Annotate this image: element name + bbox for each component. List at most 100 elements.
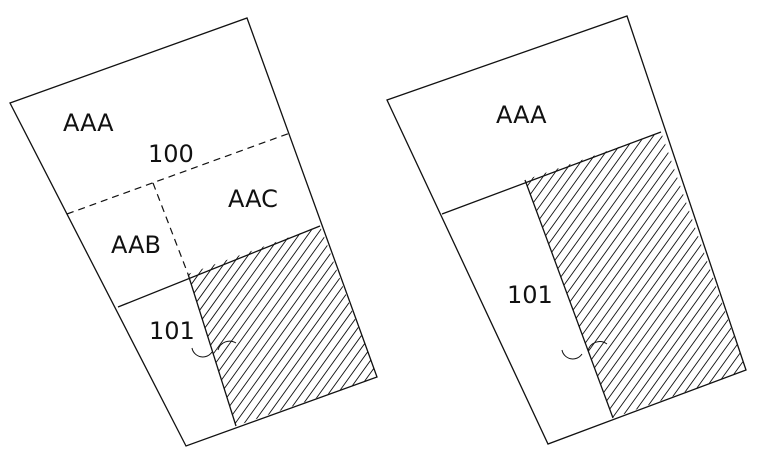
right-hatch-line (293, 125, 508, 424)
right-hatch-line (525, 132, 635, 418)
left-label-aaa: AAA (63, 109, 114, 137)
left-lot-line (117, 225, 321, 308)
left-door-arc-1 (191, 347, 213, 358)
left-label-parcel-number: 100 (148, 140, 194, 168)
right-hatch-line (553, 132, 746, 418)
right-hatch-line (634, 132, 746, 418)
right-hatch-line (248, 125, 463, 424)
left-hatch-line (544, 220, 697, 432)
left-hatch-line (526, 220, 679, 432)
left-hatch-line (391, 220, 544, 432)
right-hatch-line (525, 132, 545, 418)
left-hatch-line (282, 226, 377, 426)
right-hatch-line (525, 132, 689, 418)
right-hatch-line (643, 132, 746, 418)
left-hatch-line (409, 220, 562, 432)
right-hatch-line (525, 132, 671, 418)
right-hatch-line (761, 125, 770, 424)
left-outer-boundary (9, 17, 378, 447)
right-diagram: AAA 101 (221, 15, 770, 445)
left-label-lot-number: 101 (149, 317, 195, 345)
right-outer-boundary (386, 15, 747, 445)
right-hatch-line (266, 125, 481, 424)
left-hatch-line (400, 220, 553, 432)
right-hatch-line (525, 132, 626, 418)
left-dashed-line-vertical (152, 182, 189, 275)
left-door-arc-2 (217, 340, 237, 351)
left-hatch-line (210, 226, 365, 426)
right-hatch-line (697, 132, 746, 418)
left-hatch-line (188, 226, 293, 426)
right-hatch-line (525, 132, 617, 418)
right-hatch-line (284, 125, 499, 424)
left-hatch-line (517, 220, 670, 432)
left-hatch-line (255, 226, 377, 426)
right-hatch-line (688, 132, 746, 418)
right-hatch-line (679, 132, 746, 418)
right-door-arc-1 (561, 349, 583, 360)
left-hatch-line (436, 220, 589, 432)
right-hatch-line (589, 132, 746, 418)
right-hatch-line (525, 132, 527, 418)
right-hatch-line (239, 125, 454, 424)
right-hatch-line (525, 132, 698, 418)
right-hatch-line (525, 132, 608, 418)
left-hatch-line (472, 220, 625, 432)
right-hatch-line (525, 132, 734, 418)
left-hatch-line (0, 220, 121, 432)
left-hatch-line (300, 226, 377, 426)
left-hatch-line (188, 226, 284, 426)
left-hatch-line (463, 220, 616, 432)
right-hatch-line (525, 132, 716, 418)
right-hatch-line (302, 125, 517, 424)
left-hatch-line (246, 226, 377, 426)
left-hatch-line (580, 220, 733, 432)
right-hatch-line (571, 132, 746, 418)
right-hatch-line (230, 125, 445, 424)
left-hatch-line (499, 220, 652, 432)
left-hatch-line (418, 220, 571, 432)
right-hatch-line (525, 132, 680, 418)
right-hatch-line (706, 132, 746, 418)
right-hatch-line (598, 132, 746, 418)
left-hatch-line (562, 220, 715, 432)
left-hatch-line (553, 220, 706, 432)
right-hatch-line (670, 132, 746, 418)
right-hatch-line (525, 132, 662, 418)
left-hatch-line (264, 226, 377, 426)
left-hatch-line (354, 226, 377, 426)
left-hatch-line (201, 226, 356, 426)
left-hatch-line (219, 226, 374, 426)
left-hatch-line (427, 220, 580, 432)
right-label-lot-number: 101 (507, 281, 553, 309)
right-hatch-line (275, 125, 490, 424)
left-hatch-line (372, 226, 377, 426)
right-hatch-line (580, 132, 746, 418)
right-hatch-line (742, 132, 746, 418)
right-hatch-line (525, 132, 563, 418)
right-hatch-line (562, 132, 746, 418)
left-hatch-line (454, 220, 607, 432)
left-hatch-line (336, 226, 377, 426)
right-hatch-line (257, 125, 472, 424)
right-hatch-line (525, 132, 599, 418)
right-hatch-line (221, 125, 436, 424)
right-hatch-line (525, 132, 644, 418)
right-hatch-line (733, 132, 746, 418)
right-hatch-line (525, 132, 581, 418)
right-hatch-line (535, 132, 746, 418)
right-hatch-line (752, 125, 770, 424)
right-hatch-line (715, 132, 746, 418)
left-label-aac: AAC (228, 185, 278, 213)
left-hatch-line (345, 226, 377, 426)
right-lot-line (441, 131, 662, 215)
right-hatch-line (544, 132, 746, 418)
right-hatch-line (652, 132, 746, 418)
left-hatch-line (188, 226, 311, 426)
left-hatch-line (571, 220, 724, 432)
left-hatch-line (273, 226, 377, 426)
left-hatch-line (188, 226, 302, 426)
right-hatch-line (525, 132, 590, 418)
left-hatch-line (188, 226, 329, 426)
